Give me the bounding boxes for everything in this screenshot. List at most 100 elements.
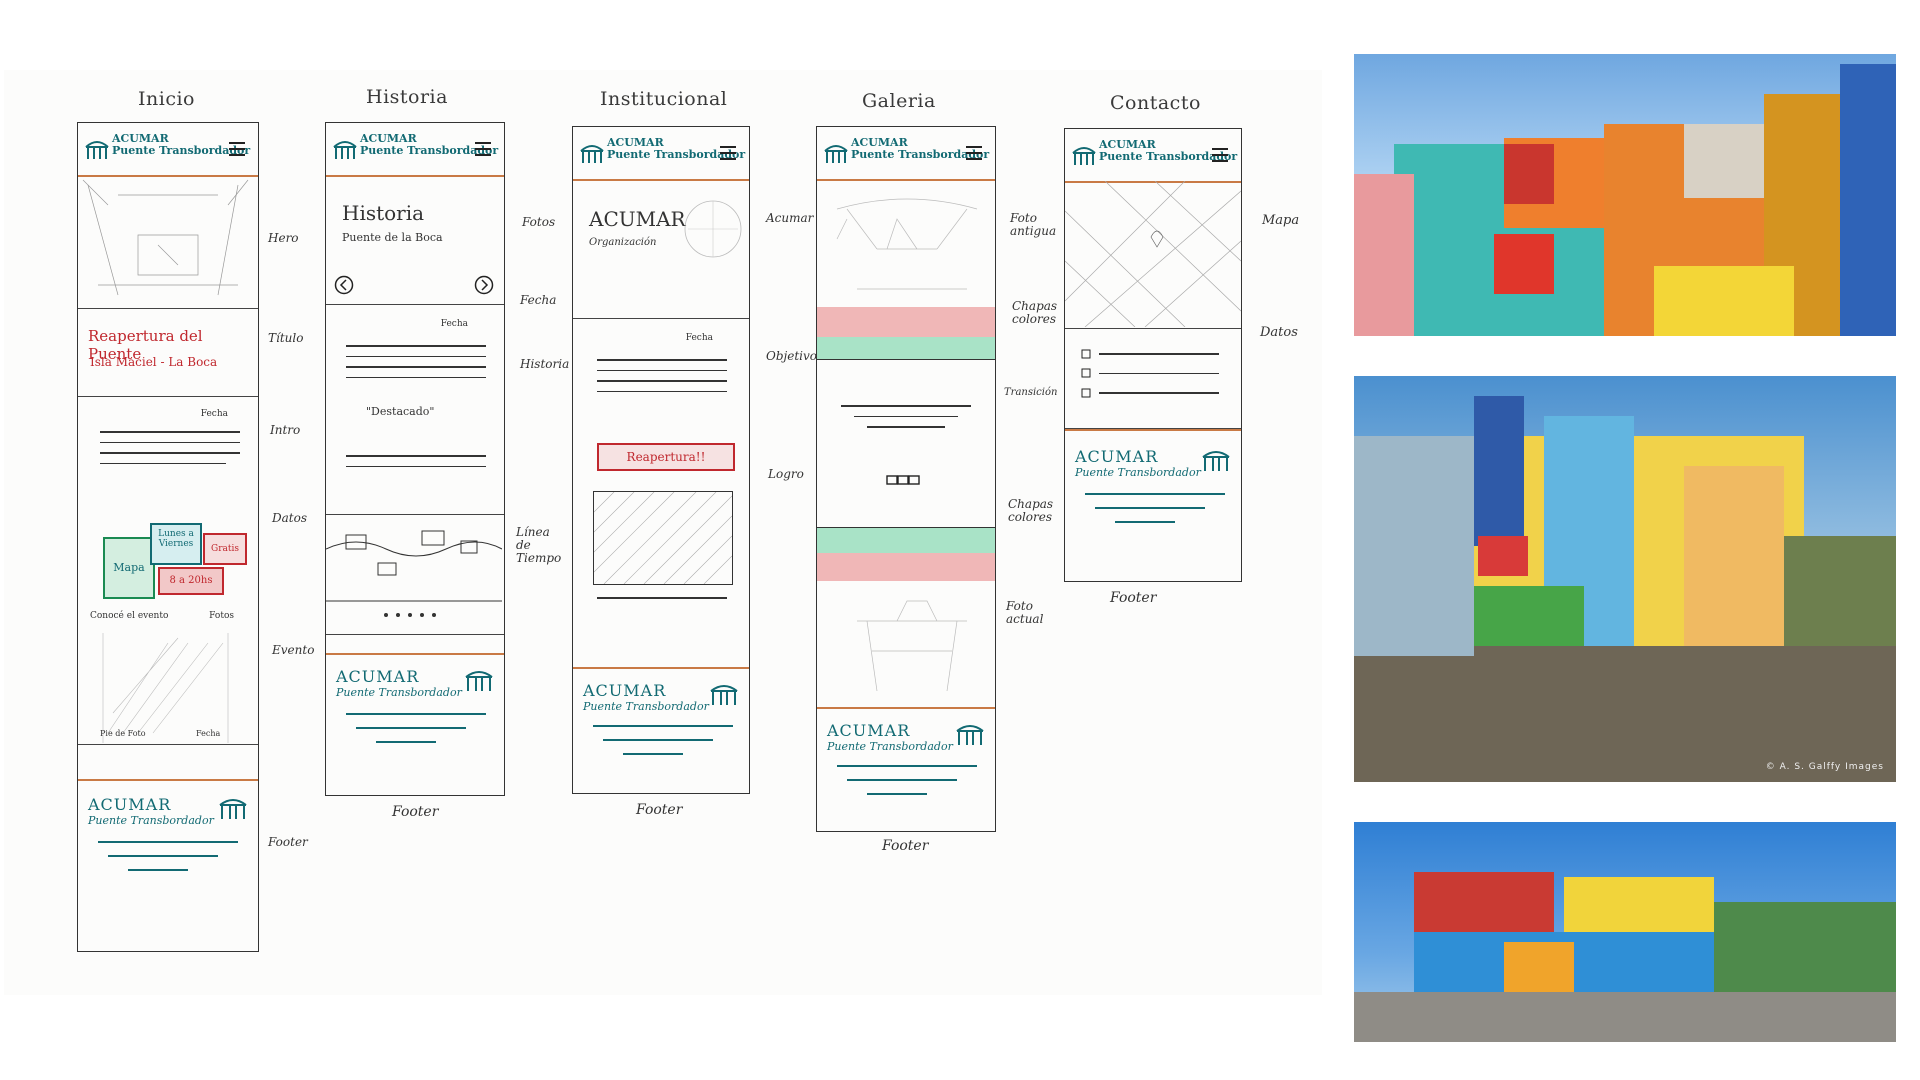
institution-subtitle: Organización [589, 237, 657, 248]
timeline-sketch [326, 530, 502, 617]
hero-slider: Historia Puente de la Boca [326, 175, 504, 305]
color-sheet-green-band [817, 337, 995, 360]
column-title-institucional: Institucional [600, 88, 728, 110]
note-intro: Intro [270, 423, 301, 437]
note-footer: Footer [268, 835, 308, 849]
title-section: Reapertura del Puente Isla Maciel - La B… [78, 309, 258, 397]
hamburger-menu-icon[interactable] [965, 145, 983, 161]
color-sheet-green-band-2 [817, 527, 995, 554]
history-text-lines-2 [346, 455, 486, 476]
hours-card: 8 a 20hs [158, 567, 224, 595]
old-bridge-sketch [836, 198, 978, 290]
column-title-contacto: Contacto [1110, 92, 1201, 114]
map-card[interactable]: Mapa [103, 537, 155, 599]
highlight-quote: "Destacado" [366, 405, 435, 418]
note-hero: Hero [268, 231, 299, 245]
footer-bridge-icon [465, 671, 493, 691]
note-foto-antigua: Foto antigua [1010, 211, 1057, 238]
hamburger-menu-icon[interactable] [474, 141, 492, 157]
reopening-button[interactable]: Reapertura!! [597, 443, 735, 471]
contact-text-lines [1099, 353, 1219, 403]
note-logro: Logro [768, 467, 804, 481]
photo-caminito-3 [1354, 822, 1896, 1042]
footer-bridge-icon [1202, 451, 1230, 471]
hero-subtitle: Isla Maciel - La Boca [90, 355, 218, 369]
map-placeholder [1065, 181, 1241, 329]
note-chapas-colores-2: Chapas colores [1008, 497, 1054, 524]
photo-caminito-1 [1354, 54, 1896, 336]
old-photo-placeholder [817, 179, 995, 307]
photo-date: Fecha [196, 729, 221, 738]
hamburger-menu-icon[interactable] [719, 145, 737, 161]
footer-label-contacto: Footer [1110, 590, 1157, 606]
note-historia: Historia [520, 357, 570, 371]
note-transicion: Transición [1004, 387, 1058, 398]
event-image-placeholder: Pie de Foto Fecha [78, 633, 258, 745]
note-fecha: Fecha [520, 293, 557, 307]
red-window [1494, 234, 1554, 294]
event-link[interactable]: Conocé el evento [90, 611, 169, 621]
note-fotos: Fotos [522, 215, 556, 229]
contact-data-section [1065, 329, 1241, 429]
prev-arrow-icon[interactable] [334, 275, 354, 295]
footer-label-galeria: Footer [882, 838, 929, 854]
bridge-logo-icon [1072, 147, 1096, 165]
hero-sketch [82, 179, 249, 296]
trees [1784, 536, 1896, 656]
history-subtitle: Puente de la Boca [342, 231, 443, 244]
bridge-logo-icon [333, 141, 357, 159]
date-label: Fecha [440, 319, 468, 329]
hamburger-menu-icon[interactable] [228, 141, 246, 157]
bridge-logo-icon [824, 145, 848, 163]
gallery-icon[interactable] [885, 473, 921, 487]
globe-sketch [684, 200, 742, 258]
hero-title: Reapertura del Puente [88, 327, 203, 363]
timeline-section [326, 515, 504, 635]
schedule-card: Lunes a Viernes [150, 523, 202, 565]
achievement-text-lines [597, 597, 727, 608]
date-label: Fecha [685, 333, 713, 343]
note-objetivo: Objetivo [766, 349, 818, 363]
hamburger-menu-icon[interactable] [1211, 147, 1229, 163]
intro-text-lines [100, 431, 240, 473]
building-blue [1840, 64, 1896, 336]
map-sketch [1065, 181, 1241, 327]
photos-link[interactable]: Fotos [209, 611, 234, 621]
intro-section: Fecha Mapa Lunes a Viernes Gratis 8 a 20… [78, 397, 258, 627]
next-arrow-icon[interactable] [474, 275, 494, 295]
current-photo-placeholder [817, 581, 995, 701]
footer-bridge-icon [956, 725, 984, 745]
note-titulo: Título [268, 331, 304, 345]
note-linea-tiempo: Línea de Tiempo [516, 525, 562, 565]
institutional-content: Fecha Reapertura!! [573, 319, 749, 615]
street [1354, 992, 1896, 1042]
column-title-historia: Historia [366, 86, 448, 108]
institution-title: ACUMAR [589, 207, 686, 231]
image-scribble [594, 492, 732, 584]
tower-blue [1474, 396, 1524, 546]
history-text-lines [346, 345, 486, 387]
transition-text-lines [841, 405, 971, 437]
photo-credit: © A. S. Galffy Images [1765, 762, 1884, 772]
note-acumar: Acumar [766, 211, 814, 225]
date-label: Fecha [200, 409, 228, 419]
note-datos: Datos [1260, 325, 1298, 340]
history-text-section: Fecha "Destacado" [326, 305, 504, 515]
color-sheet-red-band-2 [817, 553, 995, 581]
